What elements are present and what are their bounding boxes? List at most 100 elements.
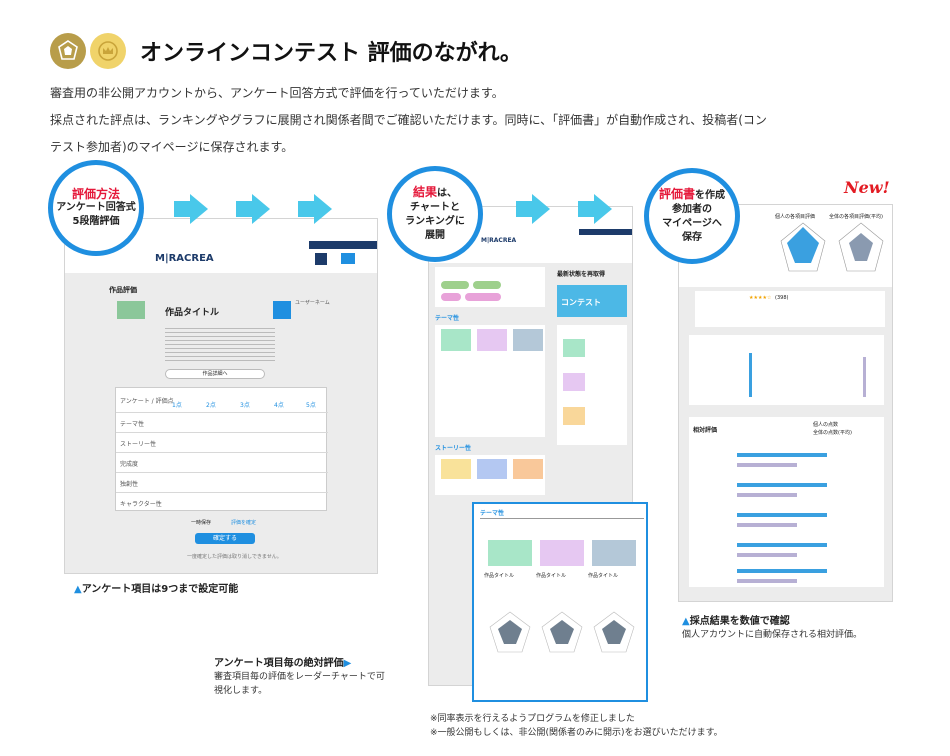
row-label: 完成度: [120, 461, 139, 468]
arrow-right-icon: [236, 194, 270, 224]
work-card[interactable]: [488, 540, 532, 566]
work-title: 作品タイトル: [588, 573, 619, 579]
page-title: オンラインコンテスト 評価のながれ。: [140, 40, 522, 66]
caption-3-title: ▲採点結果を数値で確認: [682, 616, 790, 627]
login-bar: [309, 241, 377, 249]
caption-1: ▲アンケート項目は9つまで設定可能: [74, 584, 239, 595]
overlay-title: テーマ性: [480, 510, 505, 517]
arrow-right-icon: [298, 194, 332, 224]
filter-tags: [435, 267, 545, 307]
relative-eval-table: 相対評価 個人の点数 全体の点数(平均): [689, 417, 884, 587]
new-badge: New!: [844, 178, 890, 197]
bubble-line: 展開: [425, 230, 445, 241]
bubble-line: 保存: [682, 232, 702, 243]
crown-medal-icon: [90, 33, 126, 69]
work-description: [165, 325, 275, 361]
side-ranking: [557, 325, 627, 445]
hist-bar: [863, 357, 866, 397]
report-radar: [780, 222, 884, 272]
bubble-line: 5段階評価: [72, 216, 120, 227]
work-title: 作品タイトル: [484, 573, 515, 579]
bar-self: [737, 513, 827, 517]
confirm-button[interactable]: 確定する: [195, 533, 255, 544]
score-2: 2点: [206, 402, 216, 409]
work-thumbnail: [117, 301, 145, 319]
divider: [480, 518, 644, 519]
form-area: 作品評価 作品タイトル ユーザーネーム 作品詳細へ アンケート / 評価点 1点…: [105, 277, 339, 573]
work-card[interactable]: [477, 459, 507, 479]
bubble-red-text: 評価書: [658, 187, 695, 201]
score-1: 1点: [172, 402, 182, 409]
work-card[interactable]: [441, 459, 471, 479]
arrow-right-icon: [516, 194, 550, 224]
hist-bar: [749, 353, 752, 397]
work-card[interactable]: [477, 329, 507, 351]
note-2: ※一般公開もしくは、非公開(関係者のみに開示)をお選びいただけます。: [430, 728, 723, 738]
bubble-line: 参加者の: [672, 204, 712, 215]
work-card[interactable]: [563, 407, 585, 425]
avg-label: 全体の各項目評価(平均): [829, 214, 883, 220]
story-section-label: ストーリー性: [435, 445, 472, 452]
table-divider: [116, 492, 328, 493]
work-card[interactable]: [441, 329, 471, 351]
star-rating: ★★★★☆: [749, 295, 772, 301]
bubble-red-text: 評価方法: [71, 187, 120, 201]
row-label: キャラクター性: [120, 501, 162, 508]
bubble-rest: を作成: [695, 190, 725, 201]
rating-table: アンケート / 評価点 1点 2点 3点 4点 5点 テーマ性 ストーリー性 完…: [115, 387, 328, 511]
row-label: ストーリー性: [120, 441, 157, 448]
row-label: 独創性: [120, 481, 139, 488]
tag[interactable]: [441, 293, 461, 301]
work-card[interactable]: [513, 329, 543, 351]
bubble-line: チャートと: [410, 202, 460, 213]
row-label: テーマ性: [120, 421, 145, 428]
story-cards: [435, 455, 545, 495]
work-card[interactable]: [592, 540, 636, 566]
section-title: 作品評価: [109, 286, 137, 294]
work-detail-button[interactable]: 作品詳細へ: [165, 369, 265, 379]
legend-self: 個人の点数: [813, 422, 839, 428]
contest-banner[interactable]: コンテスト: [557, 285, 627, 317]
score-value: (398): [775, 295, 789, 301]
medal-icon: [50, 33, 86, 69]
score-4: 4点: [274, 402, 284, 409]
intro-line-2: 採点された評点は、ランキングやグラフに展開され関係者間でご確認いただけます。同時…: [50, 113, 767, 127]
page-header: オンラインコンテスト 評価のながれ。: [50, 30, 522, 72]
intro-text: 審査用の非公開アカウントから、アンケート回答方式で評価を行っていただけます。 採…: [50, 80, 910, 161]
bubble-rest: は、: [437, 188, 457, 199]
radio-confirm[interactable]: 評価を確定: [231, 520, 257, 526]
tag[interactable]: [473, 281, 501, 289]
caption-2-sub: 審査項目毎の評価をレーダーチャートで可 視化します。: [214, 672, 385, 696]
bubble-line: ランキングに: [405, 216, 465, 227]
table-divider: [116, 472, 328, 473]
work-card[interactable]: [540, 540, 584, 566]
bar-avg: [737, 493, 797, 497]
radio-save[interactable]: 一時保存: [191, 520, 212, 526]
tag[interactable]: [465, 293, 501, 301]
work-card[interactable]: [513, 459, 543, 479]
table-divider: [116, 412, 328, 413]
score-summary: ★★★★☆ (398): [695, 291, 885, 327]
mail-icon[interactable]: [341, 253, 355, 264]
bar-avg: [737, 579, 797, 583]
bar-avg: [737, 463, 797, 467]
work-card[interactable]: [563, 373, 585, 391]
bar-self: [737, 453, 827, 457]
caption-2-title: アンケート項目毎の絶対評価▶: [214, 658, 352, 669]
ranking-cards: [435, 325, 545, 437]
work-card[interactable]: [563, 339, 585, 357]
bar-avg: [737, 553, 797, 557]
panel-evaluation-form: M|RACREA 作品評価 作品タイトル ユーザーネーム 作品詳細へ アンケート…: [64, 218, 378, 574]
confirm-note: 一度確定した評価は取り消しできません。: [187, 554, 282, 560]
legend-avg: 全体の点数(平均): [813, 430, 852, 436]
bookmark-icon[interactable]: [315, 253, 327, 265]
panel-report: 個人の各項目評価 全体の各項目評価(平均) ★★★★☆ (398) 相対評価 個…: [678, 204, 893, 602]
bubble-evaluation-method: 評価方法 アンケート回答式 5段階評価: [48, 160, 144, 256]
relative-title: 相対評価: [693, 427, 718, 434]
login-bar: [579, 229, 632, 235]
arrow-right-icon: [578, 194, 612, 224]
refresh-label[interactable]: 最新状態を再取得: [557, 271, 606, 278]
tag[interactable]: [441, 281, 469, 289]
bubble-line: アンケート回答式: [56, 202, 136, 213]
table-divider: [116, 452, 328, 453]
